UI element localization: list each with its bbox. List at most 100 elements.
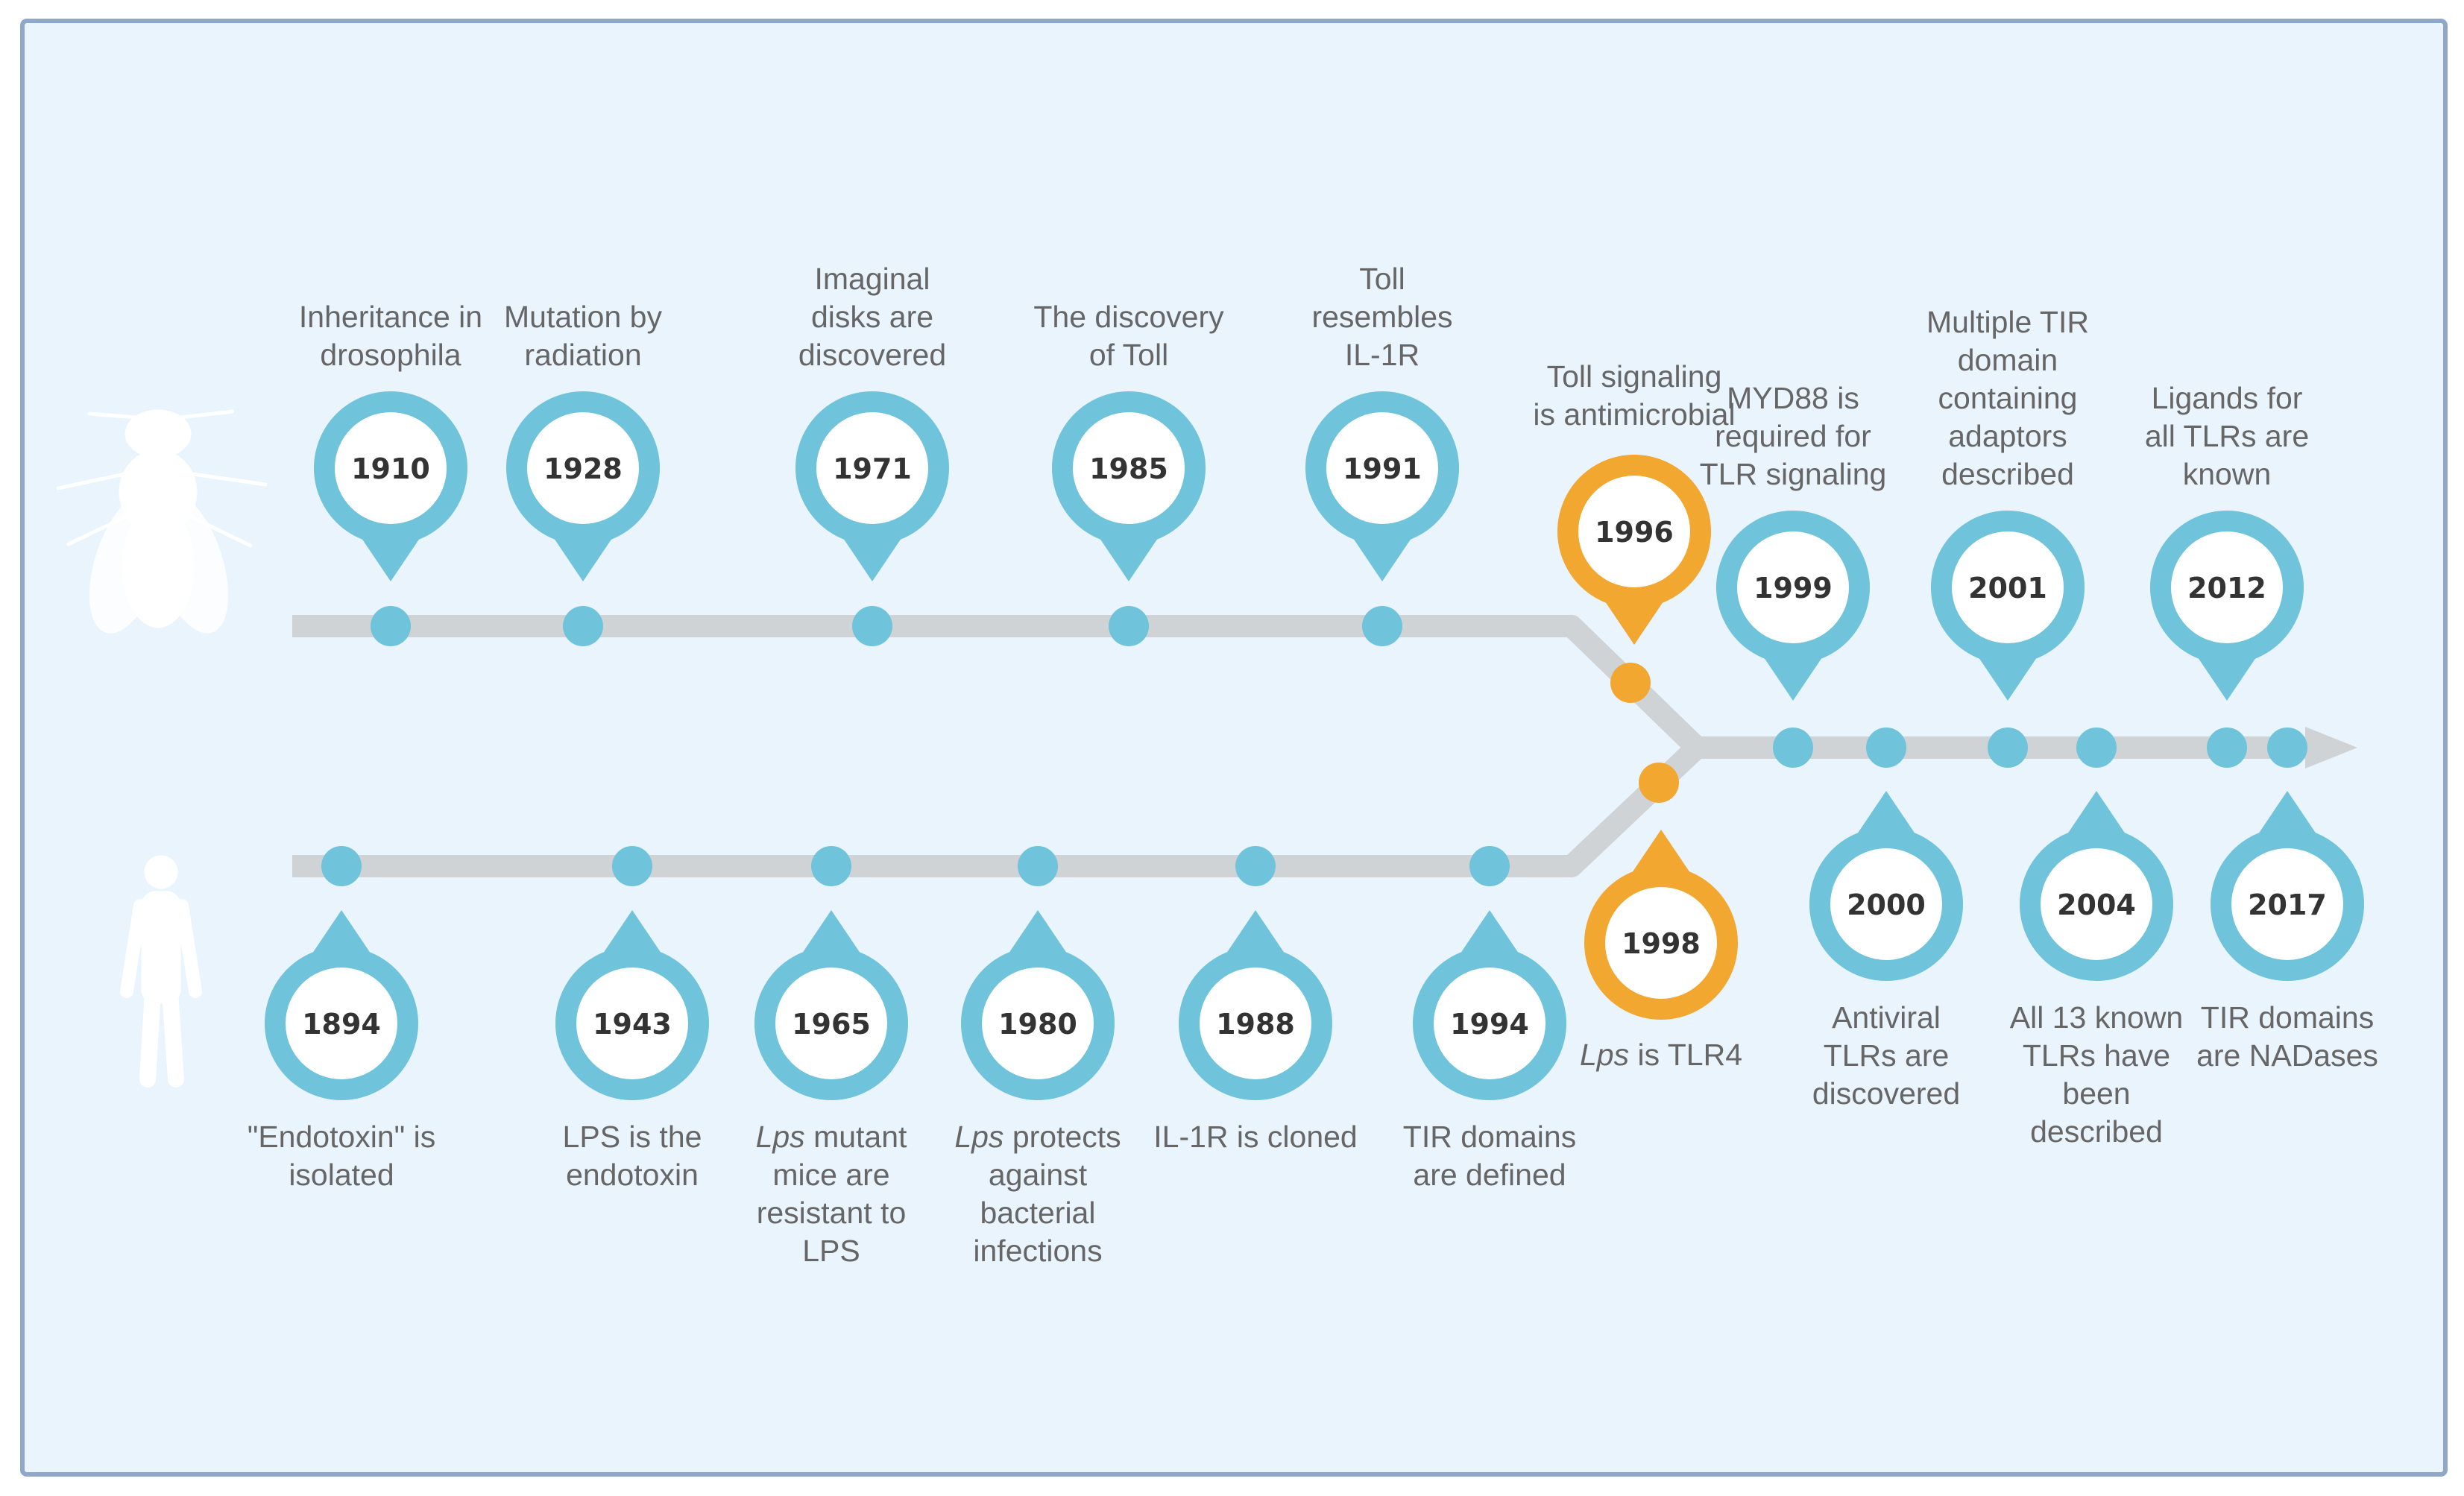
event-1928: 1928 <box>506 391 660 646</box>
timeline-dot <box>1639 763 1679 803</box>
timeline-dot <box>1610 663 1651 703</box>
event-label-text: TIR domains are NADases <box>2196 1000 2378 1073</box>
timeline-dot <box>811 846 851 886</box>
pin-face <box>286 968 397 1079</box>
event-year: 1998 <box>1622 927 1701 960</box>
event-label: LPS is the endotoxin <box>524 1118 740 1194</box>
event-label-text: "Endotoxin" is isolated <box>247 1120 436 1192</box>
event-1998: 1998 <box>1584 763 1738 1020</box>
pin-face <box>2231 848 2343 960</box>
pin-face <box>1605 887 1717 999</box>
timeline-dot <box>1018 846 1058 886</box>
event-year: 1965 <box>792 1008 871 1041</box>
event-year: 1894 <box>302 1008 381 1041</box>
event-1943: 1943 <box>555 846 709 1100</box>
timeline-dot <box>371 606 411 646</box>
pin-face <box>335 412 447 524</box>
timeline-dot <box>563 606 603 646</box>
event-1994: 1994 <box>1413 846 1566 1100</box>
event-year: 1943 <box>593 1008 672 1041</box>
pin-face <box>1830 848 1942 960</box>
event-label-text: mutant mice are resistant to LPS <box>756 1120 907 1268</box>
event-label: Imaginal disks are discovered <box>764 260 980 374</box>
pin-face <box>527 412 639 524</box>
event-label-text: All 13 known TLRs have been described <box>2009 1000 2184 1149</box>
timeline-dot <box>612 846 652 886</box>
timeline-dot <box>1362 606 1402 646</box>
event-label-text: Imaginal disks are discovered <box>798 262 947 372</box>
pin-face <box>982 968 1094 1079</box>
timeline-dot <box>1469 846 1510 886</box>
timeline-dot <box>1109 606 1149 646</box>
event-label: "Endotoxin" is isolated <box>233 1118 450 1194</box>
event-label-text: Antiviral TLRs are discovered <box>1812 1000 1961 1111</box>
event-label-text: Toll signaling is antimicrobial <box>1533 359 1736 432</box>
event-year: 1971 <box>833 452 912 485</box>
event-year: 1980 <box>998 1008 1077 1041</box>
event-year: 2017 <box>2248 889 2327 921</box>
event-1965: 1965 <box>754 846 908 1100</box>
timeline-dot <box>852 606 892 646</box>
event-label: Toll resembles IL-1R <box>1274 260 1490 374</box>
pin-face <box>2041 848 2152 960</box>
pin-face <box>775 968 887 1079</box>
event-1991: 1991 <box>1305 391 1459 646</box>
event-label: MYD88 is required for TLR signaling <box>1685 379 1901 493</box>
event-label: TIR domains are NADases <box>2179 999 2395 1075</box>
event-2000: 2000 <box>1809 728 1963 981</box>
event-year: 2000 <box>1847 889 1926 921</box>
event-label: Antiviral TLRs are discovered <box>1778 999 1994 1113</box>
event-year: 1985 <box>1089 452 1168 485</box>
event-year: 1999 <box>1754 572 1833 605</box>
event-year: 2012 <box>2187 572 2266 605</box>
event-label: Toll signaling is antimicrobial <box>1526 358 1742 434</box>
event-2017: 2017 <box>2211 728 2364 981</box>
pin-face <box>1578 476 1690 587</box>
event-label: IL-1R is cloned <box>1147 1118 1364 1156</box>
event-1988: 1988 <box>1179 846 1332 1100</box>
event-label: Multiple TIR domain containing adaptors … <box>1900 303 2116 493</box>
timeline-dot <box>1773 728 1813 768</box>
event-label-text: TIR domains are defined <box>1402 1120 1577 1192</box>
pin-face <box>1326 412 1438 524</box>
event-year: 1988 <box>1216 1008 1295 1041</box>
event-1894: 1894 <box>265 846 418 1100</box>
event-label: Lps is TLR4 <box>1553 1036 1769 1074</box>
event-year: 1928 <box>543 452 623 485</box>
pin-face <box>1952 531 2064 643</box>
event-label: Ligands for all TLRs are known <box>2119 379 2335 493</box>
timeline-dot <box>2207 728 2247 768</box>
event-year: 1910 <box>351 452 430 485</box>
event-year: 1994 <box>1450 1008 1529 1041</box>
human-silhouette-icon <box>120 855 202 1088</box>
event-label-text: Inheritance in drosophila <box>298 300 483 372</box>
event-2012: 2012 <box>2150 511 2304 768</box>
event-label-text: IL-1R is cloned <box>1153 1120 1358 1154</box>
event-label-text: Multiple TIR domain containing adaptors … <box>1926 305 2089 491</box>
arrow-head-icon <box>2305 727 2357 768</box>
event-label: Lps protects against bacterial infection… <box>930 1118 1146 1270</box>
event-label-italic: Lps <box>755 1120 805 1154</box>
event-label-text: Ligands for all TLRs are known <box>2144 381 2310 491</box>
event-1910: 1910 <box>314 391 467 646</box>
timeline-dot <box>1866 728 1906 768</box>
timeline-dot <box>1235 846 1276 886</box>
event-label: Mutation by radiation <box>475 298 691 374</box>
event-1985: 1985 <box>1052 391 1206 646</box>
event-2004: 2004 <box>2020 728 2173 981</box>
event-2001: 2001 <box>1931 511 2085 768</box>
fruit-fly-silhouette-icon <box>56 409 268 634</box>
pin-face <box>1737 531 1849 643</box>
event-label-text: Toll resembles IL-1R <box>1311 262 1453 372</box>
event-label-italic: Lps <box>954 1120 1004 1154</box>
pin-face <box>1200 968 1311 1079</box>
pin-face <box>1073 412 1185 524</box>
pin-face <box>1434 968 1545 1079</box>
event-label-text: is TLR4 <box>1629 1038 1743 1072</box>
event-1999: 1999 <box>1716 511 1870 768</box>
event-year: 2001 <box>1968 572 2047 605</box>
event-label: The discovery of Toll <box>1021 298 1237 374</box>
event-year: 1996 <box>1595 516 1674 549</box>
timeline-dot <box>321 846 362 886</box>
